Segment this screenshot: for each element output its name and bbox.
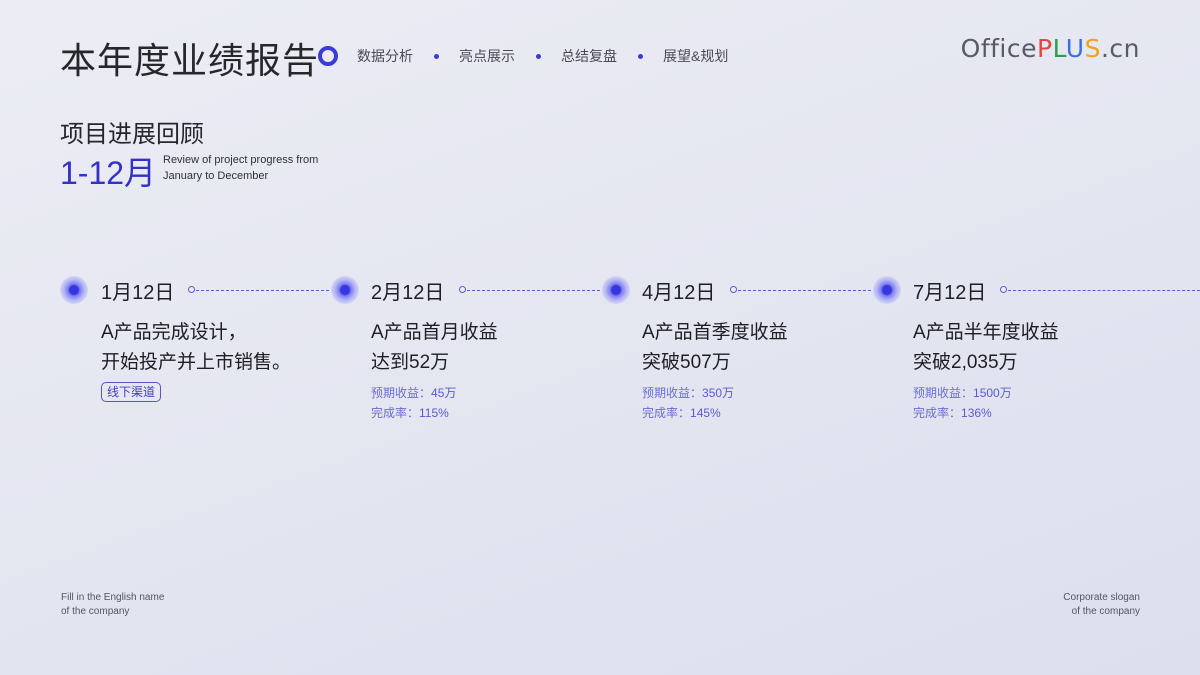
logo-letter-s: S [1084, 34, 1101, 63]
section-nav: 数据分析 亮点展示 总结复盘 展望&规划 [318, 44, 728, 68]
milestone-description: A产品首季度收益 突破507万 [642, 318, 788, 378]
expected-value: 45万 [431, 386, 457, 400]
rate-label: 完成率： [371, 406, 420, 420]
timeline-connector [467, 290, 605, 291]
milestone-date: 1月12日 [101, 282, 175, 304]
completion-rate: 完成率：145% [642, 404, 721, 421]
footer-right-line2: of the company [1071, 606, 1140, 617]
milestone-line1: A产品首月收益 [371, 322, 498, 343]
rate-value: 136% [961, 406, 992, 420]
section-description-line1: Review of project progress from [163, 154, 319, 166]
completion-rate: 完成率：136% [913, 404, 992, 421]
rate-label: 完成率： [913, 406, 962, 420]
active-section-ring-icon [318, 46, 338, 66]
milestone-node-icon [602, 276, 630, 304]
rate-label: 完成率： [642, 406, 691, 420]
milestone-date: 7月12日 [913, 282, 987, 304]
timeline-ring-icon [459, 286, 466, 293]
channel-tag: 线下渠道 [101, 382, 162, 402]
logo-letter-p: P [1037, 34, 1053, 63]
timeline-connector [196, 290, 334, 291]
nav-item-outlook[interactable]: 展望&规划 [663, 48, 729, 64]
milestone-line2: 突破2,035万 [913, 352, 1018, 373]
milestone-line1: A产品半年度收益 [913, 322, 1059, 343]
officeplus-logo: OfficePLUS.cn [961, 34, 1140, 63]
timeline-ring-icon [730, 286, 737, 293]
footer-left-line1: Fill in the English name [61, 592, 165, 603]
milestone-node-icon [60, 276, 88, 304]
section-range: 1-12月 [60, 155, 157, 191]
milestone-line2: 达到52万 [371, 352, 450, 373]
timeline-ring-icon [1000, 286, 1007, 293]
milestone-line1: A产品完成设计， [101, 322, 247, 343]
company-slogan-placeholder: Corporate slogan of the company [1063, 591, 1140, 619]
page-title: 本年度业绩报告 [60, 40, 320, 81]
milestone-node-icon [331, 276, 359, 304]
section-description-line2: January to December [163, 170, 269, 182]
timeline-connector [1008, 290, 1200, 291]
expected-revenue: 预期收益：350万 [642, 384, 734, 401]
logo-letter-u: U [1065, 34, 1085, 63]
milestone-date: 2月12日 [371, 282, 445, 304]
logo-domain: .cn [1100, 34, 1140, 63]
rate-value: 115% [419, 406, 449, 420]
nav-item-review[interactable]: 总结复盘 [561, 48, 617, 64]
expected-revenue: 预期收益：1500万 [913, 384, 1012, 401]
company-name-placeholder: Fill in the English name of the company [61, 591, 164, 619]
nav-item-highlights[interactable]: 亮点展示 [459, 48, 515, 64]
milestone-node-icon [873, 276, 901, 304]
footer-right-line1: Corporate slogan [1063, 592, 1140, 603]
timeline-connector [738, 290, 876, 291]
milestone-line2: 开始投产并上市销售。 [101, 352, 292, 373]
completion-rate: 完成率：115% [371, 404, 449, 421]
logo-office: Office [960, 34, 1037, 63]
expected-label: 预期收益： [371, 386, 432, 400]
milestone-description: A产品首月收益 达到52万 [371, 318, 498, 378]
expected-label: 预期收益： [913, 386, 974, 400]
expected-value: 1500万 [973, 386, 1012, 400]
logo-letter-l: L [1052, 34, 1066, 63]
section-title: 项目进展回顾 [60, 121, 204, 148]
milestone-description: A产品完成设计， 开始投产并上市销售。 [101, 318, 291, 378]
footer-left-line2: of the company [61, 606, 130, 617]
milestone-line2: 突破507万 [642, 352, 731, 373]
milestone-date: 4月12日 [642, 282, 716, 304]
expected-label: 预期收益： [642, 386, 703, 400]
expected-revenue: 预期收益：45万 [371, 384, 456, 401]
milestone-line1: A产品首季度收益 [642, 322, 788, 343]
nav-dot-icon [536, 53, 541, 59]
milestone-description: A产品半年度收益 突破2,035万 [913, 318, 1059, 378]
rate-value: 145% [690, 406, 721, 420]
nav-item-data-analysis[interactable]: 数据分析 [357, 48, 413, 64]
expected-value: 350万 [702, 386, 735, 400]
section-description: Review of project progress from January … [163, 152, 353, 184]
nav-dot-icon [638, 53, 643, 59]
timeline-ring-icon [188, 286, 195, 293]
nav-dot-icon [434, 53, 439, 59]
